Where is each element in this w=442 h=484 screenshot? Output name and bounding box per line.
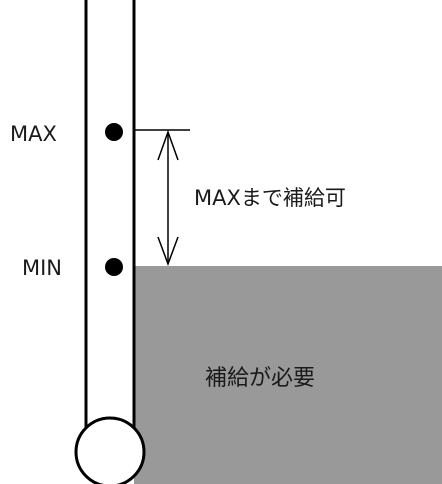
max-label: MAX (10, 122, 57, 146)
refill-needed-area (134, 266, 442, 484)
gauge-bulb (74, 416, 146, 484)
max-marker-dot (105, 123, 123, 141)
refill-required-label: 補給が必要 (205, 366, 316, 391)
min-marker-dot (105, 258, 123, 276)
refill-range-arrow (157, 129, 179, 267)
refill-range-label: MAXまで補給可 (194, 186, 346, 210)
min-label: MIN (22, 256, 63, 280)
